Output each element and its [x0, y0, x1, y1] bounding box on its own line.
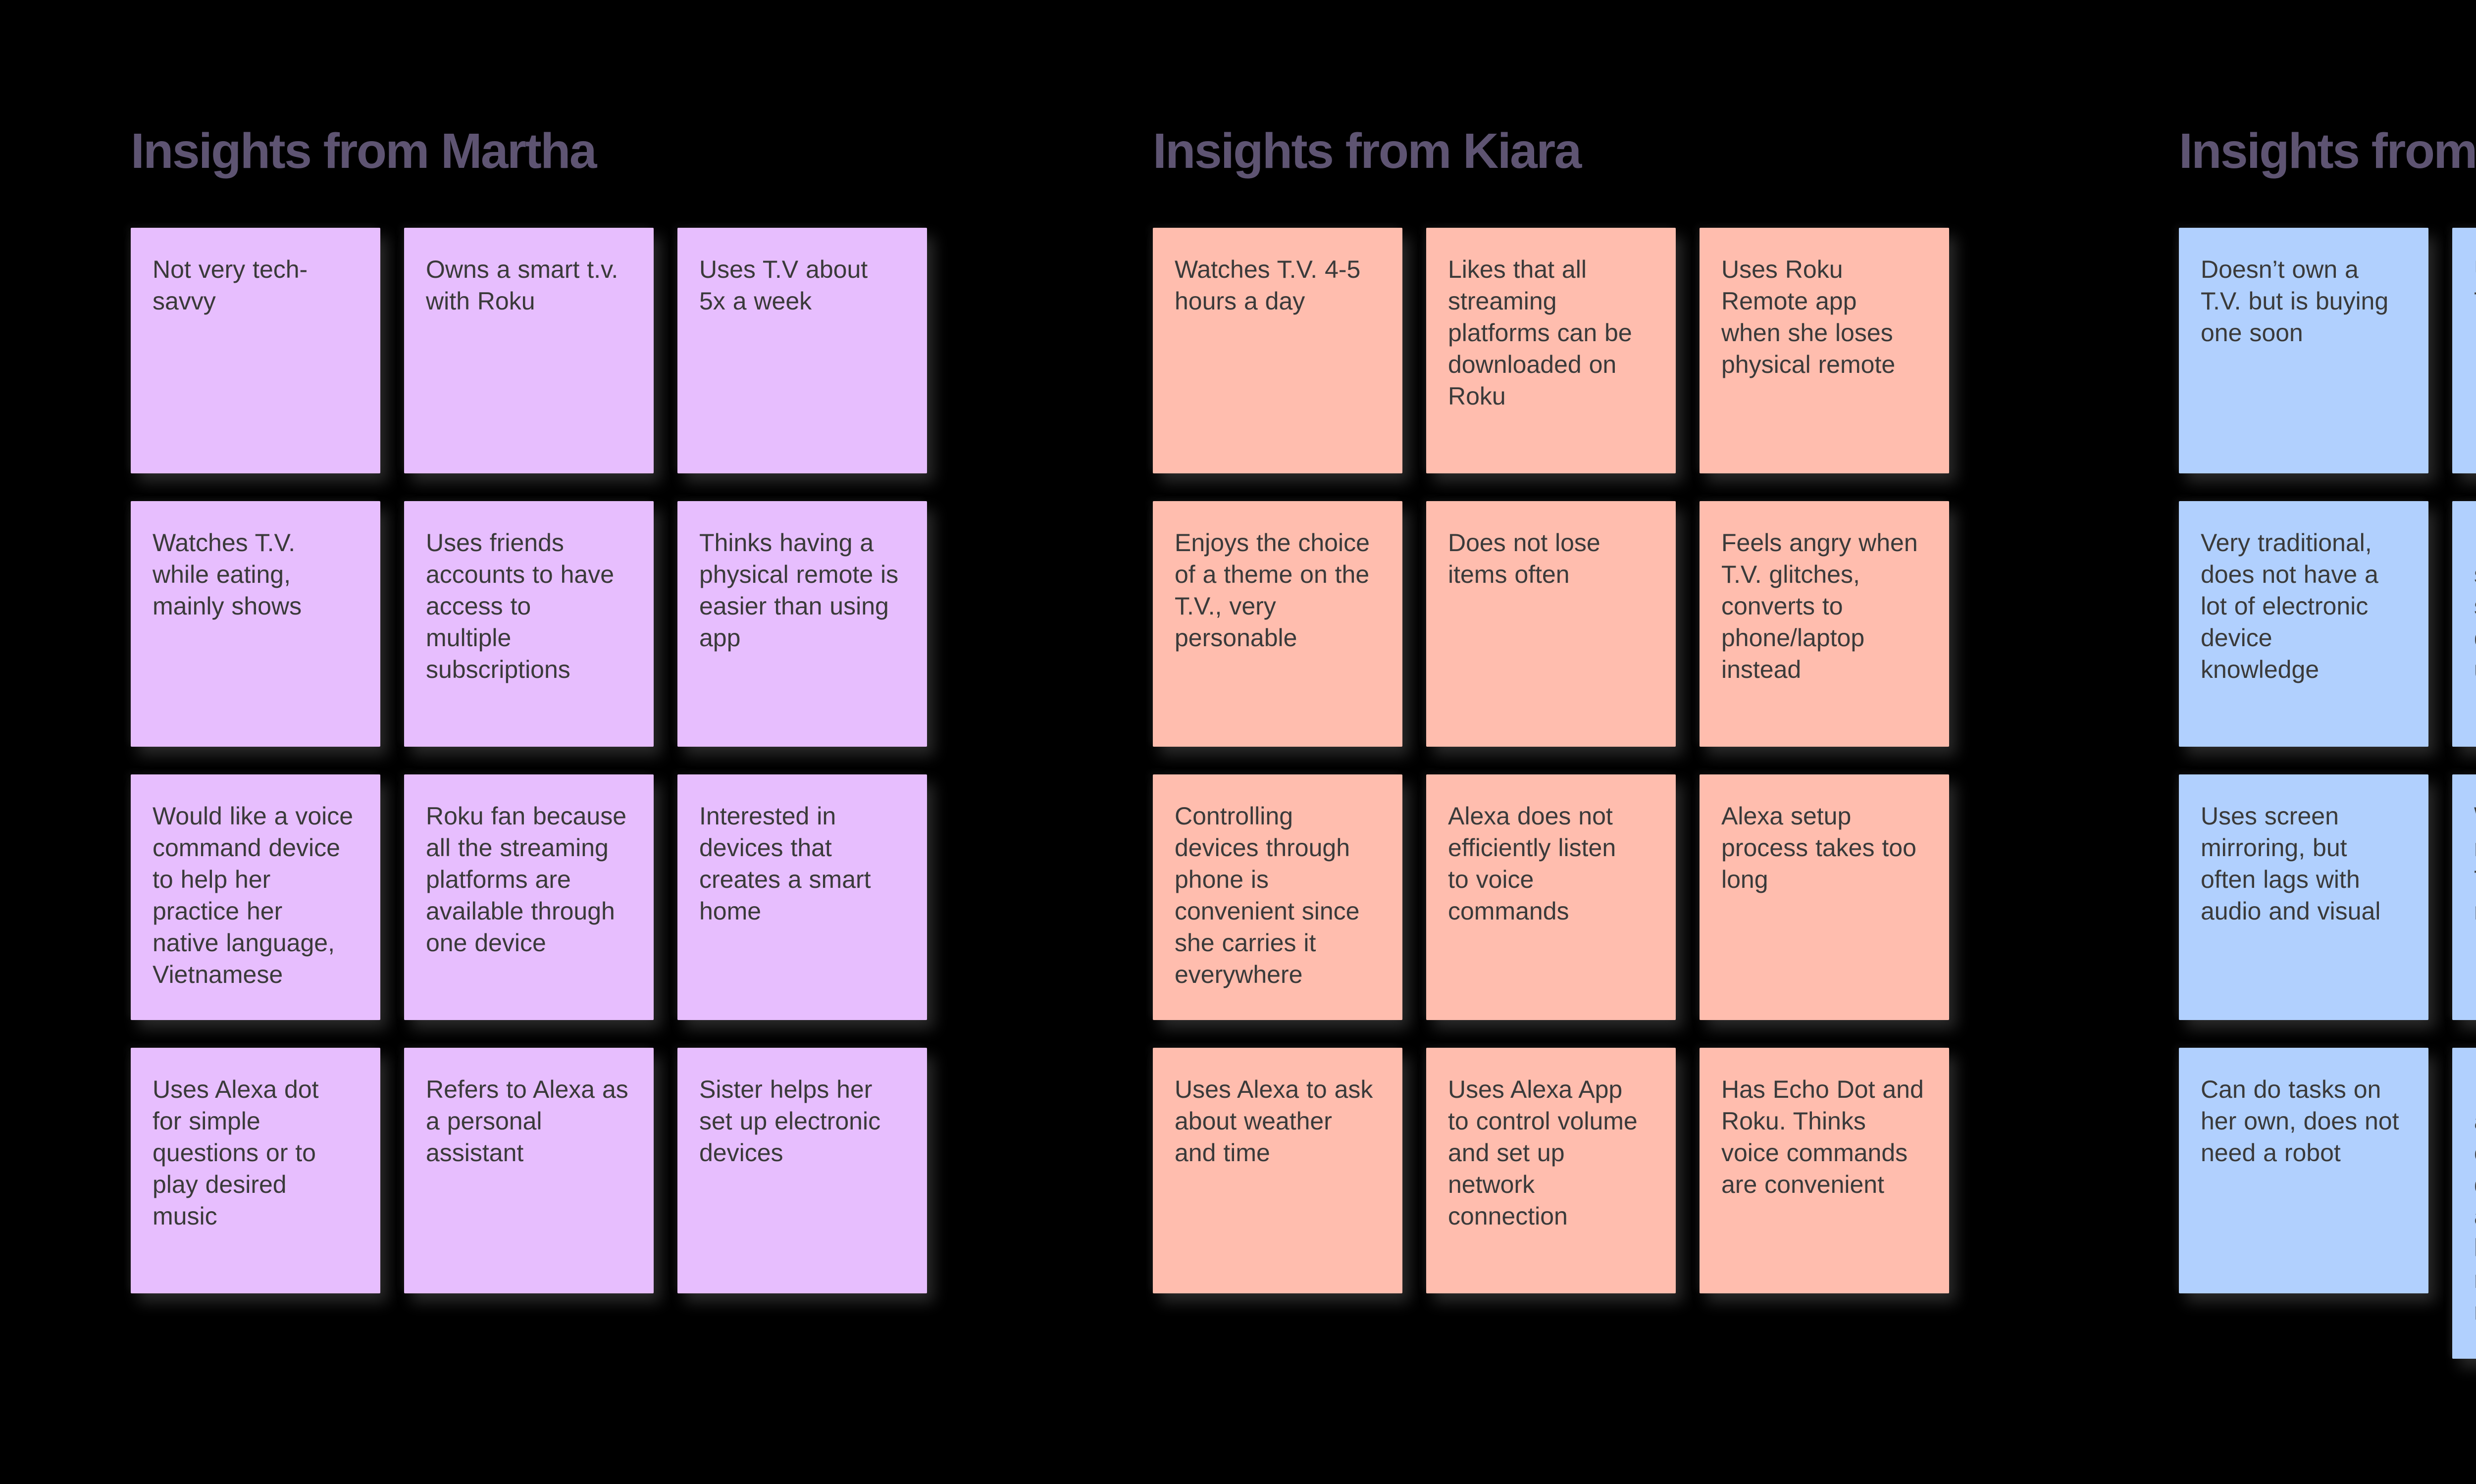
- sticky-note[interactable]: Owns a smart t.v. with Roku: [404, 228, 654, 473]
- sticky-note-text: Doesn’t own a T.V. but is buying one soo…: [2201, 256, 2389, 347]
- sticky-note[interactable]: Not very tech- savvy: [131, 228, 380, 473]
- sticky-note-text: Not very tech- savvy: [153, 256, 308, 315]
- sticky-note[interactable]: Likes that all streaming platforms can b…: [1426, 228, 1676, 473]
- sticky-note[interactable]: Sister helps her set up electronic devic…: [677, 1048, 927, 1293]
- notes-grid-kiara: Watches T.V. 4-5 hours a day Likes that …: [1153, 228, 1949, 1293]
- sticky-note-text: Has Echo Dot and Roku. Thinks voice comm…: [1721, 1075, 1924, 1198]
- sticky-note-text: Uses Alexa to ask about weather and time: [1175, 1075, 1373, 1167]
- sticky-note[interactable]: Alexa setup process takes too long: [1700, 774, 1949, 1020]
- sticky-note[interactable]: Has Echo Dot and Roku. Thinks voice comm…: [1700, 1048, 1949, 1293]
- sticky-note[interactable]: Does not lose items often: [1426, 501, 1676, 747]
- sticky-note[interactable]: Would add voice recognition to T.V., but…: [2452, 774, 2476, 1020]
- sticky-note-text: Controlling devices through phone is con…: [1175, 802, 1360, 988]
- group-title-kiara: Insights from Kiara: [1153, 123, 1582, 179]
- sticky-note-text: Watches T.V. while eating, mainly shows: [153, 529, 302, 620]
- sticky-note[interactable]: Uses Roku Remote app when she loses phys…: [1700, 228, 1949, 473]
- sticky-note[interactable]: Enjoys the choice of a theme on the T.V.…: [1153, 501, 1402, 747]
- sticky-note-text: Refers to Alexa as a personal assistant: [426, 1075, 628, 1167]
- sticky-note-text: Alexa does not efficiently listen to voi…: [1448, 802, 1616, 925]
- sticky-note-text: Can do tasks on her own, does not need a…: [2201, 1075, 2399, 1167]
- sticky-note[interactable]: Has a lot of streaming services, but doe…: [2452, 501, 2476, 747]
- sticky-note[interactable]: Interested in devices that creates a sma…: [677, 774, 927, 1020]
- insight-group-kiara: Insights from Kiara Watches T.V. 4-5 hou…: [1153, 123, 1955, 1293]
- sticky-note-text: Interested in devices that creates a sma…: [699, 802, 871, 925]
- sticky-note[interactable]: Very traditional, does not have a lot of…: [2179, 501, 2428, 747]
- sticky-note-text: Uses Alexa dot for simple questions or t…: [153, 1075, 319, 1230]
- sticky-note[interactable]: Uses screen mirroring, but often lags wi…: [2179, 774, 2428, 1020]
- sticky-note-text: Thinks having a physical remote is easie…: [699, 529, 899, 652]
- sticky-note-text: Has a lot of streaming services, but doe…: [2474, 527, 2476, 685]
- sticky-note-text: Likes that Alexa is always on, convenien…: [2474, 1074, 2476, 1327]
- sticky-note-text: Would add voice recognition to T.V., but…: [2474, 800, 2476, 927]
- sticky-note[interactable]: Uses Alexa to ask about weather and time: [1153, 1048, 1402, 1293]
- sticky-note-text: Feels angry when T.V. glitches, converts…: [1721, 529, 1918, 683]
- sticky-note[interactable]: Would like a voice command device to hel…: [131, 774, 380, 1020]
- sticky-note-text: Uses T.V about 5x a week: [699, 256, 868, 315]
- insight-group-martha: Insights from Martha Not very tech- savv…: [131, 123, 933, 1293]
- notes-grid-grace: Doesn’t own a T.V. but is buying one soo…: [2179, 228, 2476, 1359]
- sticky-note-text: Uses screen mirroring, but often lags wi…: [2201, 802, 2381, 925]
- sticky-note-text: Enjoys the choice of a theme on the T.V.…: [1175, 529, 1370, 652]
- sticky-note[interactable]: Alexa does not efficiently listen to voi…: [1426, 774, 1676, 1020]
- sticky-note-text: Would like a voice command device to hel…: [153, 802, 354, 988]
- sticky-note[interactable]: Watches T.V. while eating, mainly shows: [131, 501, 380, 747]
- sticky-note[interactable]: Uses friends accounts to have access to …: [404, 501, 654, 747]
- sticky-note-text: Uses Samsung T.V. connected to Roku at h…: [2474, 254, 2476, 349]
- group-title-grace: Insights from Grace: [2179, 123, 2476, 179]
- sticky-note-text: Roku fan because all the streaming platf…: [426, 802, 627, 957]
- sticky-note-text: Uses Roku Remote app when she loses phys…: [1721, 256, 1896, 378]
- sticky-note-text: Very traditional, does not have a lot of…: [2201, 529, 2378, 683]
- sticky-note[interactable]: Doesn’t own a T.V. but is buying one soo…: [2179, 228, 2428, 473]
- sticky-note[interactable]: Thinks having a physical remote is easie…: [677, 501, 927, 747]
- sticky-note[interactable]: Uses T.V about 5x a week: [677, 228, 927, 473]
- sticky-note-text: Does not lose items often: [1448, 529, 1600, 588]
- group-title-martha: Insights from Martha: [131, 123, 597, 179]
- sticky-note[interactable]: Uses Samsung T.V. connected to Roku at h…: [2452, 228, 2476, 473]
- sticky-note-text: Alexa setup process takes too long: [1721, 802, 1916, 893]
- sticky-note[interactable]: Controlling devices through phone is con…: [1153, 774, 1402, 1020]
- sticky-note[interactable]: Roku fan because all the streaming platf…: [404, 774, 654, 1020]
- sticky-note[interactable]: Uses Alexa dot for simple questions or t…: [131, 1048, 380, 1293]
- insight-group-grace: Insights from Grace Doesn’t own a T.V. b…: [2179, 123, 2476, 1359]
- sticky-note-text: Owns a smart t.v. with Roku: [426, 256, 619, 315]
- sticky-note-text: Uses Alexa App to control volume and set…: [1448, 1075, 1638, 1230]
- sticky-note[interactable]: Feels angry when T.V. glitches, converts…: [1700, 501, 1949, 747]
- sticky-note[interactable]: Uses Alexa App to control volume and set…: [1426, 1048, 1676, 1293]
- sticky-note[interactable]: Refers to Alexa as a personal assistant: [404, 1048, 654, 1293]
- sticky-note-text: Likes that all streaming platforms can b…: [1448, 256, 1632, 410]
- sticky-note[interactable]: Watches T.V. 4-5 hours a day: [1153, 228, 1402, 473]
- sticky-note[interactable]: Likes that Alexa is always on, convenien…: [2452, 1048, 2476, 1359]
- sticky-note-text: Watches T.V. 4-5 hours a day: [1175, 256, 1361, 315]
- sticky-note[interactable]: Can do tasks on her own, does not need a…: [2179, 1048, 2428, 1293]
- sticky-note-text: Sister helps her set up electronic devic…: [699, 1075, 881, 1167]
- notes-grid-martha: Not very tech- savvy Owns a smart t.v. w…: [131, 228, 927, 1293]
- sticky-note-text: Uses friends accounts to have access to …: [426, 529, 615, 683]
